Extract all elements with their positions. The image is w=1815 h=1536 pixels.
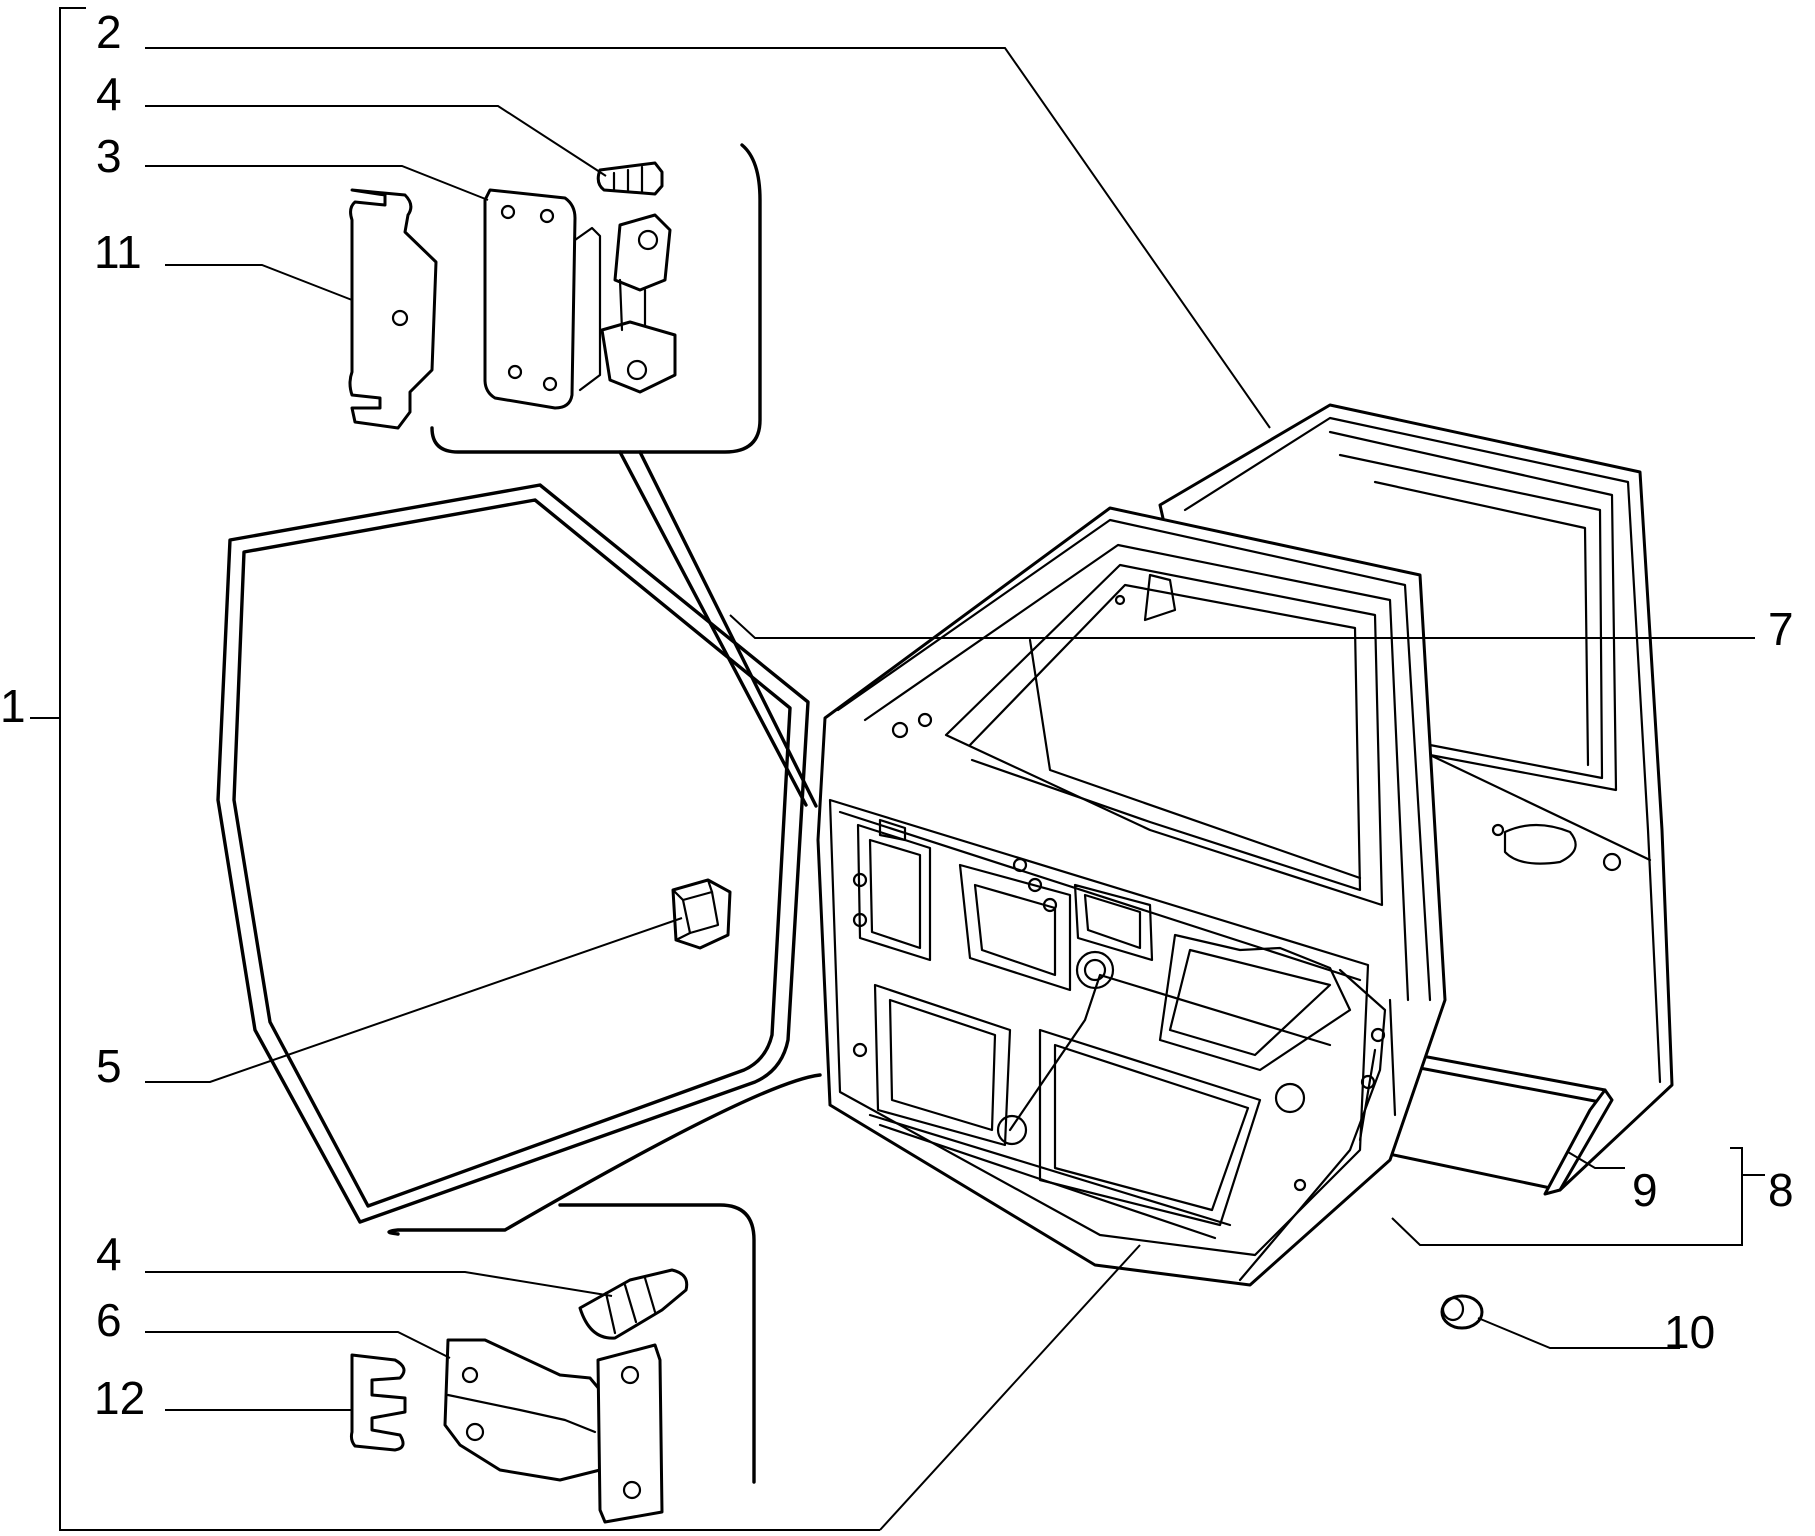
trim-clip-5	[671, 878, 732, 950]
leader-10	[1477, 1317, 1680, 1349]
leader-3	[145, 165, 489, 201]
door-seal	[216, 483, 810, 1224]
inner-panel-opening-e	[873, 983, 1012, 1147]
inner-panel-opening-d	[1158, 933, 1352, 1072]
callout-9: 9	[1632, 1164, 1658, 1216]
leader-1-door	[879, 1244, 1141, 1531]
callout-6: 6	[96, 1294, 122, 1346]
leader-4-upper	[145, 105, 607, 177]
front-door-shell	[816, 506, 1447, 1287]
callout-12: 12	[94, 1372, 145, 1424]
callout-5: 5	[96, 1040, 122, 1092]
leader-4-lower	[145, 1271, 613, 1297]
callout-10: 10	[1664, 1306, 1715, 1358]
lower-detail-frame	[387, 1073, 822, 1484]
hinge-shim-11	[348, 188, 438, 430]
hinge-pin-4-lower	[578, 1268, 689, 1340]
callout-11: 11	[94, 226, 142, 278]
leader-2	[145, 47, 1271, 429]
callout-4-upper: 4	[96, 68, 122, 120]
group-bracket-1	[30, 7, 880, 1531]
leader-7	[729, 614, 1755, 639]
lower-hinge-6	[443, 1338, 664, 1524]
rear-door-handle-recess	[1503, 823, 1577, 865]
callout-7: 7	[1768, 603, 1794, 655]
leader-11	[165, 264, 353, 301]
callout-3: 3	[96, 130, 122, 182]
plug-10	[1440, 1294, 1484, 1330]
door-sill-trim-9	[1386, 1048, 1614, 1196]
hinge-shim-12	[349, 1353, 407, 1452]
callout-1: 1	[0, 680, 26, 732]
leader-9	[1567, 1151, 1625, 1169]
upper-hinge-3	[483, 188, 677, 410]
callout-2: 2	[96, 6, 122, 58]
upper-detail-frame	[430, 143, 762, 454]
callout-8: 8	[1768, 1164, 1794, 1216]
inner-panel-opening-f	[1038, 1028, 1262, 1227]
callout-4-lower: 4	[96, 1228, 122, 1280]
leader-5	[145, 917, 683, 1083]
hinge-pin-4-upper	[596, 161, 664, 196]
inner-panel-opening-b	[958, 863, 1072, 992]
leader-6	[145, 1331, 451, 1359]
leader-8-bracket-top	[1730, 1147, 1765, 1176]
inner-panel-opening-c	[1073, 883, 1154, 962]
